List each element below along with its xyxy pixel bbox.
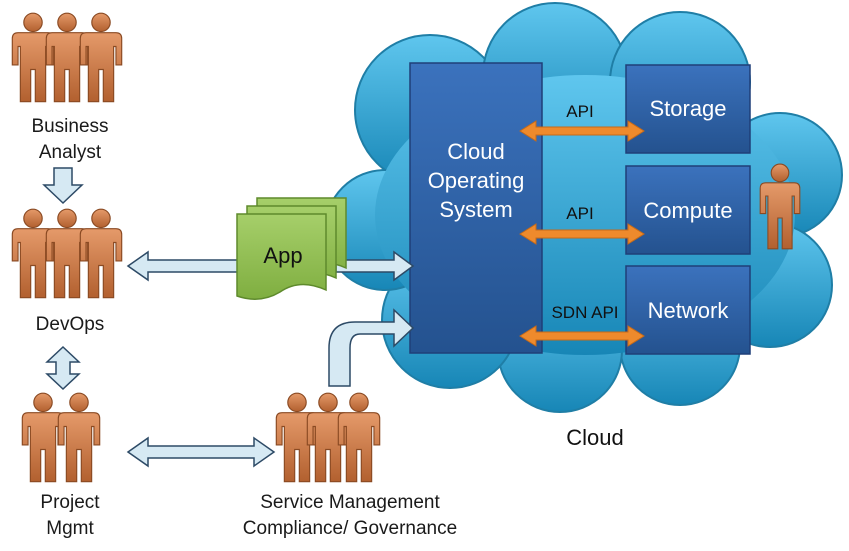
flow-arrows: [42, 167, 415, 468]
network-api-label: SDN API: [551, 303, 619, 322]
compute-label: Compute: [643, 198, 733, 223]
compute-api-arrow: [519, 223, 645, 245]
service-to-cloud-arrow: [328, 308, 415, 387]
storage-api-arrow: [519, 120, 645, 142]
project-mgmt-label: Project Mgmt: [40, 492, 100, 539]
app-to-cloud-arrow: [335, 250, 415, 282]
devops-app-arrow: [126, 250, 239, 282]
devops-projectmgmt-arrow: [45, 345, 81, 391]
projectmgmt-service-arrow: [126, 436, 276, 468]
api-arrows: [519, 120, 645, 347]
storage-box: [625, 64, 751, 154]
service-mgmt-person-icon: [275, 392, 381, 483]
cloud-label: Cloud: [566, 425, 624, 450]
storage-label: Storage: [649, 96, 727, 121]
service-mgmt-label: Service Management Compliance/ Governanc…: [242, 492, 458, 539]
cloud-os-box: [409, 62, 543, 354]
cloud-os-label: Cloud Operating System: [427, 139, 525, 222]
business-analyst-label: Business Analyst: [31, 116, 109, 163]
network-api-arrow: [519, 325, 645, 347]
business-analyst-person-icon: [11, 12, 123, 103]
app-label: App: [263, 243, 303, 268]
app-document-icon: [236, 197, 347, 300]
devops-label: DevOps: [35, 314, 105, 335]
project-mgmt-person-icon: [21, 392, 101, 483]
network-box: [625, 265, 751, 355]
network-label: Network: [647, 298, 729, 323]
compute-box: [625, 165, 751, 255]
compute-api-label: API: [566, 204, 594, 223]
storage-api-label: API: [566, 102, 594, 121]
ba-to-devops-arrow: [42, 167, 84, 205]
devops-person-icon: [11, 208, 123, 299]
